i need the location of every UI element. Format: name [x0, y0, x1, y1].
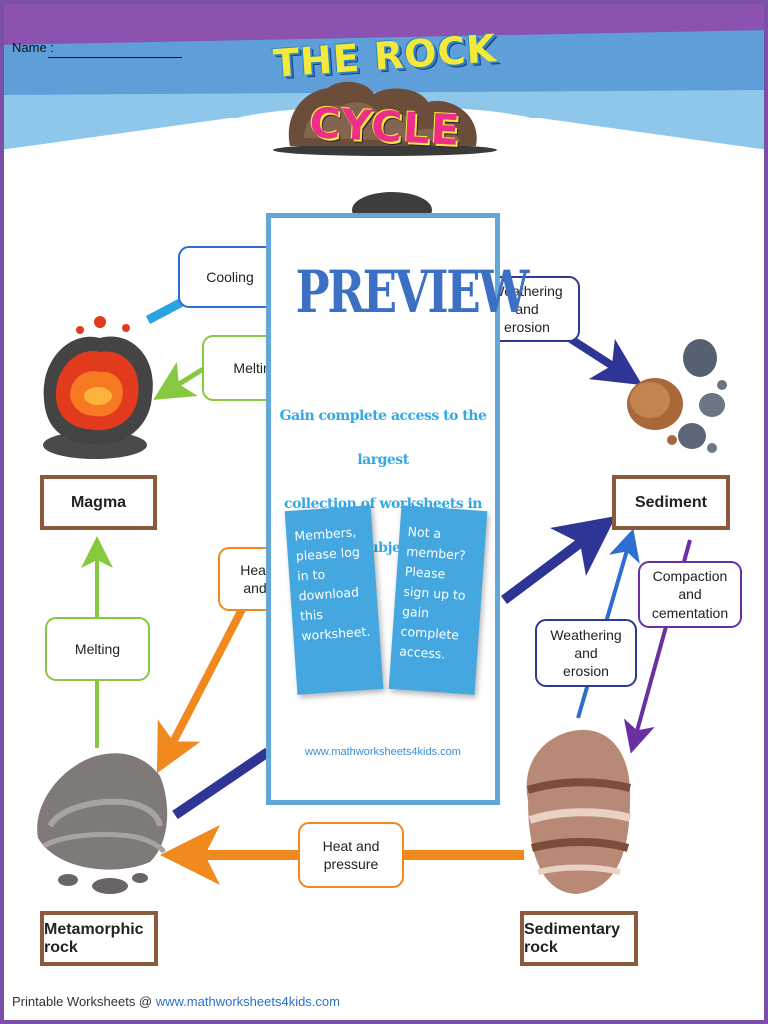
preview-url-link[interactable]: www.mathworksheets4kids.com	[271, 746, 495, 758]
heat-pressure-box: Heat and pressure	[298, 822, 404, 888]
metamorphic-illustration	[37, 753, 167, 894]
sedimentary-label: Sedimentary rock	[520, 911, 638, 966]
preview-title: PREVIEW	[296, 258, 471, 326]
melting-left-label: Melting	[75, 640, 120, 658]
preview-overlay: PREVIEW Gain complete access to the larg…	[266, 213, 500, 805]
compaction-label: Compaction and cementation	[640, 567, 740, 622]
heat-diagonal-arrow	[168, 590, 252, 752]
compaction-line2: cementation	[652, 605, 728, 621]
magma-illustration	[43, 316, 153, 459]
sedimentary-illustration	[527, 730, 631, 894]
compaction-box: Compaction and cementation	[638, 561, 742, 628]
signup-card[interactable]: Not a member? Please sign up to gain com…	[389, 505, 488, 695]
footer: Printable Worksheets @ www.mathworksheet…	[12, 994, 340, 1009]
footer-url-link[interactable]: www.mathworksheets4kids.com	[156, 994, 340, 1009]
weathering-right-line1: Weathering and	[550, 627, 621, 661]
melting-top-arrow	[166, 368, 205, 392]
weathering-right-label: Weathering and erosion	[537, 626, 635, 681]
cooling-arrow	[148, 302, 182, 320]
melting-left-box: Melting	[45, 617, 150, 681]
cooling-label: Cooling	[206, 268, 253, 286]
sediment-label: Sediment	[612, 475, 730, 530]
heat-pressure-label: Heat and pressure	[300, 837, 402, 873]
magma-label: Magma	[40, 475, 157, 530]
members-login-card[interactable]: Members, please log in to download this …	[285, 505, 384, 695]
compaction-line1: Compaction and	[653, 568, 728, 602]
metamorphic-navy-arrow	[175, 752, 268, 815]
weathering-right-line2: erosion	[563, 663, 609, 679]
footer-prefix: Printable Worksheets @	[12, 994, 156, 1009]
preview-message-line1: Gain complete access to the largest	[273, 394, 493, 482]
metamorphic-label: Metamorphic rock	[40, 911, 158, 966]
weathering-right-box: Weathering and erosion	[535, 619, 637, 687]
sediment-illustration	[627, 339, 727, 453]
to-sediment-navy-arrow	[504, 534, 592, 600]
